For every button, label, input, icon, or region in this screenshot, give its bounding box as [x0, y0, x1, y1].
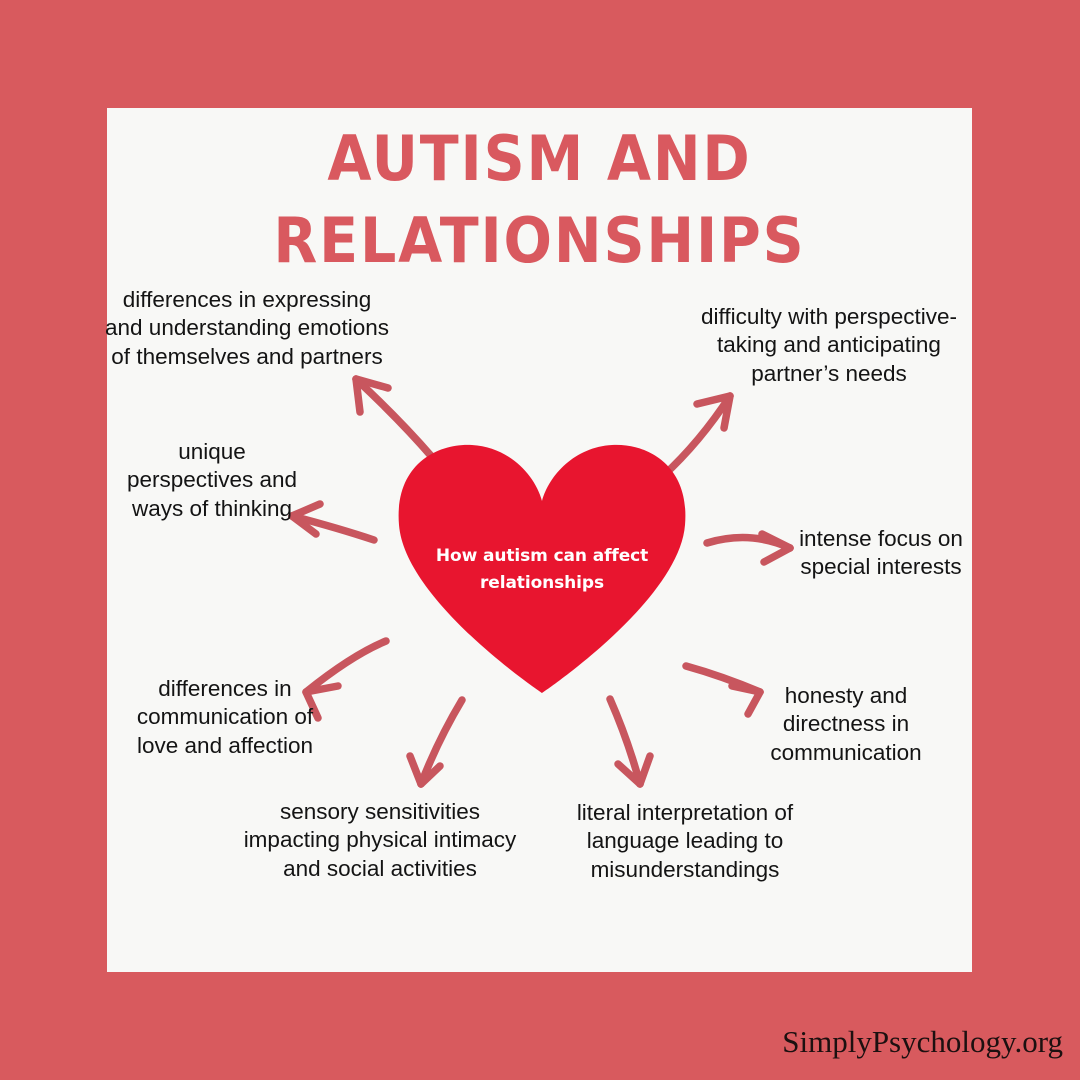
center-node: How autism can affect relationships	[397, 443, 687, 693]
site-logo: SimplyPsychology.org	[782, 1024, 1063, 1059]
label-perspective: difficulty with perspective-taking and a…	[701, 304, 957, 386]
label-sensory: sensory sensitivities impacting physical…	[243, 799, 517, 881]
label-affection: differences in communication of love and…	[136, 676, 314, 758]
heart-icon	[398, 444, 686, 693]
center-label: How autism can affect relationships	[435, 546, 649, 594]
page-title: Autism and Relationships	[273, 122, 806, 278]
label-focus: intense focus on special interests	[799, 526, 963, 580]
label-unique: unique perspectives and ways of thinking	[126, 439, 298, 521]
label-emotions: differences in expressing and understand…	[105, 287, 389, 369]
label-honesty: honesty and directness in communication	[770, 683, 922, 765]
label-literal: literal interpretation of language leadi…	[576, 800, 794, 882]
